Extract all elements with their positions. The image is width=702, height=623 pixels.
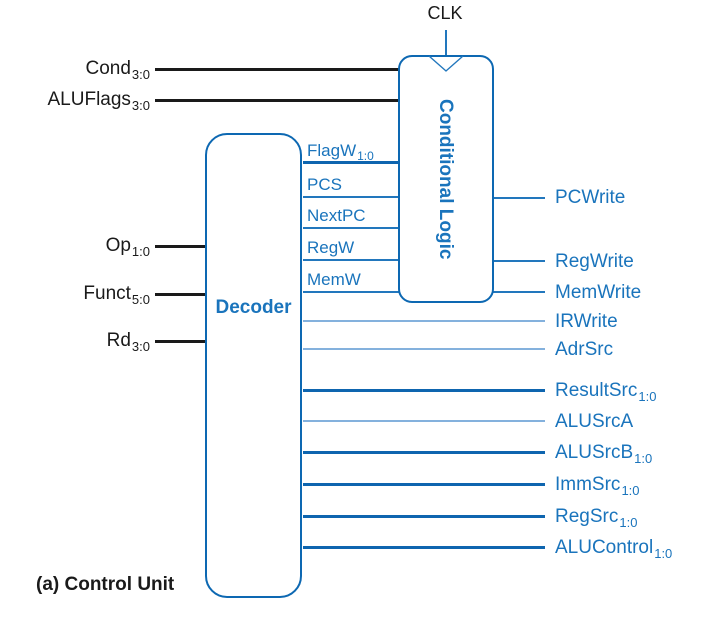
output-label-regsrc: RegSrc1:0 xyxy=(555,505,638,530)
signal-name: ALUSrcA xyxy=(555,411,634,432)
output-label-alusrcb: ALUSrcB1:0 xyxy=(555,441,653,466)
signal-name: RegW xyxy=(307,238,355,257)
conditional-logic-title: Conditional Logic xyxy=(435,98,456,260)
signal-name: PCS xyxy=(307,175,342,194)
bit-range-subscript: 1:0 xyxy=(638,389,657,404)
input-label-cond: Cond3:0 xyxy=(0,56,151,82)
signal-name: AdrSrc xyxy=(555,339,614,360)
wire-nextpc xyxy=(303,227,400,229)
output-label-irwrite: IRWrite xyxy=(555,310,619,334)
wire-memw xyxy=(303,291,400,293)
wire-resultsrc xyxy=(303,389,545,392)
wire-rd xyxy=(155,340,207,343)
output-label-adrsrc: AdrSrc xyxy=(555,338,614,362)
bit-range-subscript: 1:0 xyxy=(619,515,638,530)
input-label-rd: Rd3:0 xyxy=(0,328,150,354)
signal-name: ResultSrc xyxy=(555,380,638,401)
signal-name: IRWrite xyxy=(555,311,618,332)
wire-adrsrc xyxy=(303,348,545,350)
bit-range-subscript: 1:0 xyxy=(634,451,653,466)
bit-range-subscript: 1:0 xyxy=(654,546,673,561)
wire-pcs xyxy=(303,196,400,198)
input-label-funct: Funct5:0 xyxy=(0,281,150,307)
bit-range-subscript: 1:0 xyxy=(621,483,640,498)
output-label-pcwrite: PCWrite xyxy=(555,186,626,210)
internal-label-flagw: FlagW1:0 xyxy=(307,140,374,163)
figure-caption: (a) Control Unit xyxy=(36,574,175,595)
signal-name: ALUFlags xyxy=(47,89,131,110)
wire-irwrite xyxy=(303,320,545,322)
bit-range-subscript: 1:0 xyxy=(131,244,150,259)
internal-label-memw: MemW xyxy=(307,269,362,291)
signal-name: ImmSrc xyxy=(555,474,621,495)
bit-range-subscript: 3:0 xyxy=(131,339,150,354)
signal-name: ALUControl xyxy=(555,537,654,558)
signal-name: FlagW xyxy=(307,141,357,160)
wire-pcwrite xyxy=(491,197,545,199)
bit-range-subscript: 3:0 xyxy=(131,67,150,82)
decoder-title: Decoder xyxy=(215,297,292,318)
wire-alucontrol xyxy=(303,546,545,549)
internal-label-nextpc: NextPC xyxy=(307,205,367,227)
signal-name: Cond xyxy=(85,58,131,79)
input-label-aluflags: ALUFlags3:0 xyxy=(0,87,151,113)
bit-range-subscript: 5:0 xyxy=(131,292,150,307)
signal-name: Funct xyxy=(83,283,131,304)
wire-aluflags xyxy=(155,99,400,102)
wire-immsrc xyxy=(303,483,545,486)
signal-name: Op xyxy=(105,235,131,256)
input-label-op: Op1:0 xyxy=(0,233,150,259)
wire-regwrite xyxy=(491,260,545,262)
signal-name: RegSrc xyxy=(555,506,619,527)
signal-name: PCWrite xyxy=(555,187,626,208)
bit-range-subscript: 1:0 xyxy=(357,149,374,163)
wire-flagw xyxy=(303,161,400,164)
signal-name: MemW xyxy=(307,270,361,289)
internal-label-regw: RegW xyxy=(307,237,355,259)
output-label-regwrite: RegWrite xyxy=(555,250,635,274)
internal-label-pcs: PCS xyxy=(307,174,343,196)
wire-clk xyxy=(445,30,447,56)
wire-regsrc xyxy=(303,515,545,518)
signal-name: RegWrite xyxy=(555,251,634,272)
wire-alusrcb xyxy=(303,451,545,454)
wire-alusrca xyxy=(303,420,545,422)
clock-edge-icon xyxy=(428,55,464,72)
wire-cond xyxy=(155,68,400,71)
wire-memwrite xyxy=(491,291,545,293)
output-label-alucontrol: ALUControl1:0 xyxy=(555,536,673,561)
output-label-alusrca: ALUSrcA xyxy=(555,410,634,434)
clk-label: CLK xyxy=(427,3,463,23)
output-label-resultsrc: ResultSrc1:0 xyxy=(555,379,657,404)
signal-name: ALUSrcB xyxy=(555,442,634,463)
signal-name: MemWrite xyxy=(555,282,642,303)
conditional-logic-block xyxy=(398,55,494,303)
signal-name: Rd xyxy=(106,330,131,351)
wire-regw xyxy=(303,259,400,261)
output-label-memwrite: MemWrite xyxy=(555,281,642,305)
wire-op xyxy=(155,245,207,248)
signal-name: NextPC xyxy=(307,206,366,225)
output-label-immsrc: ImmSrc1:0 xyxy=(555,473,640,498)
bit-range-subscript: 3:0 xyxy=(131,98,150,113)
wire-funct xyxy=(155,293,207,296)
decoder-block xyxy=(205,133,302,598)
